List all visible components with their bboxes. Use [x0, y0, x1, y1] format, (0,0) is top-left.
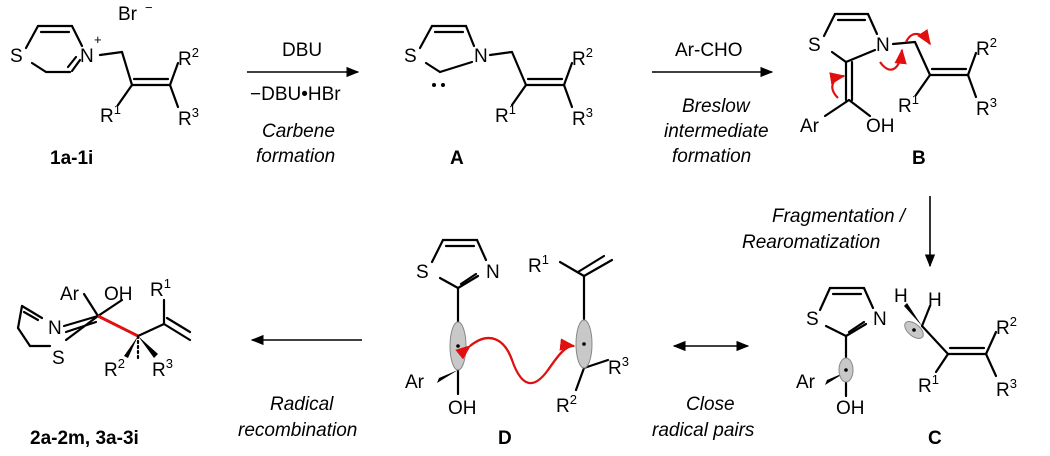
- step2-label-line2: intermediate: [664, 121, 769, 142]
- r3-label: R3: [572, 105, 593, 130]
- step3-label-line2: Rearomatization: [742, 232, 880, 253]
- nitrogen-atom: N: [876, 35, 890, 56]
- radical-pair-arrow: [469, 336, 573, 385]
- r1-label: R1: [898, 92, 919, 117]
- sulfur-atom: S: [404, 46, 417, 67]
- r2-label: R2: [178, 45, 199, 70]
- r1-label: R1: [495, 102, 516, 127]
- hydroxyl-label: OH: [448, 398, 477, 419]
- step4-label-line2: radical pairs: [652, 420, 755, 441]
- r1-label: R1: [528, 252, 549, 277]
- step5-label-line1: Radical: [270, 394, 334, 415]
- nitrogen-atom: N: [873, 309, 887, 330]
- compound-D-label: D: [498, 428, 512, 449]
- step2-label-line3: formation: [672, 146, 751, 167]
- nitrogen-atom: N: [48, 318, 62, 339]
- r2-label: R2: [996, 314, 1017, 339]
- compound-C-label: C: [928, 428, 942, 449]
- electron-push-arrow-3: [829, 72, 846, 99]
- compound-1-label: 1a-1i: [50, 148, 93, 169]
- minus-charge: −: [145, 0, 153, 15]
- step2-label-line1: Breslow: [682, 96, 751, 117]
- hydrogen-label: H: [894, 286, 908, 307]
- compound-D-structure: S N Ar OH R1 R2 R3: [405, 238, 629, 419]
- aryl-label: Ar: [60, 284, 80, 305]
- r2-label: R2: [976, 35, 997, 60]
- bromide-counterion: Br: [118, 4, 138, 25]
- sulfur-atom: S: [52, 348, 65, 369]
- step5-label-line2: recombination: [238, 420, 357, 441]
- hydroxyl-label: OH: [866, 116, 895, 137]
- sulfur-atom: S: [806, 309, 819, 330]
- nitrogen-atom: N: [486, 262, 500, 283]
- product-structure: N S Ar OH R1 R2 R3: [16, 276, 192, 381]
- r3-label: R3: [608, 354, 629, 379]
- r1-label: R1: [100, 102, 121, 127]
- step1-byproduct: −DBU•HBr: [250, 84, 341, 105]
- r1-label: R1: [918, 372, 939, 397]
- step3-label-line1: Fragmentation /: [772, 206, 907, 227]
- step1-label-line1: Carbene: [262, 121, 335, 142]
- nitrogen-atom: N: [80, 46, 94, 67]
- compound-C-structure: S N Ar OH H H R2 R1 R3: [796, 286, 1017, 419]
- nitrogen-atom: N: [474, 46, 488, 67]
- hydroxyl-label: OH: [104, 284, 133, 305]
- sulfur-atom: S: [416, 262, 429, 283]
- compound-B-structure: S N Ar OH R2 R1 R3: [800, 12, 997, 137]
- r2-label: R2: [104, 356, 125, 381]
- compound-A-structure: S N R2 R1 R3: [404, 24, 593, 130]
- aryl-label: Ar: [800, 116, 820, 137]
- sulfur-atom: S: [10, 46, 23, 67]
- plus-charge: +: [94, 32, 102, 47]
- r3-label: R3: [178, 105, 199, 130]
- aryl-label: Ar: [796, 372, 816, 393]
- step2-reagent: Ar-CHO: [675, 40, 743, 61]
- step4-label-line1: Close: [686, 394, 735, 415]
- r1-label: R1: [150, 276, 171, 301]
- r2-label: R2: [572, 45, 593, 70]
- compound-1-structure: S N + Br − R2 R1 R3: [10, 0, 199, 130]
- r3-label: R3: [996, 376, 1017, 401]
- r2-label: R2: [556, 392, 577, 417]
- hydroxyl-label: OH: [836, 398, 865, 419]
- compound-B-label: B: [912, 148, 926, 169]
- step1-label-line2: formation: [256, 146, 335, 167]
- compound-A-label: A: [450, 148, 464, 169]
- hydrogen-label: H: [928, 290, 942, 311]
- r3-label: R3: [976, 95, 997, 120]
- sulfur-atom: S: [808, 35, 821, 56]
- new-bond: [97, 314, 139, 338]
- product-label: 2a-2m, 3a-3i: [30, 428, 139, 449]
- aryl-label: Ar: [405, 372, 425, 393]
- step1-reagent: DBU: [282, 40, 322, 61]
- r3-label: R3: [152, 356, 173, 381]
- electron-push-arrow-2: [905, 29, 931, 46]
- electron-push-arrow-1: [879, 48, 907, 71]
